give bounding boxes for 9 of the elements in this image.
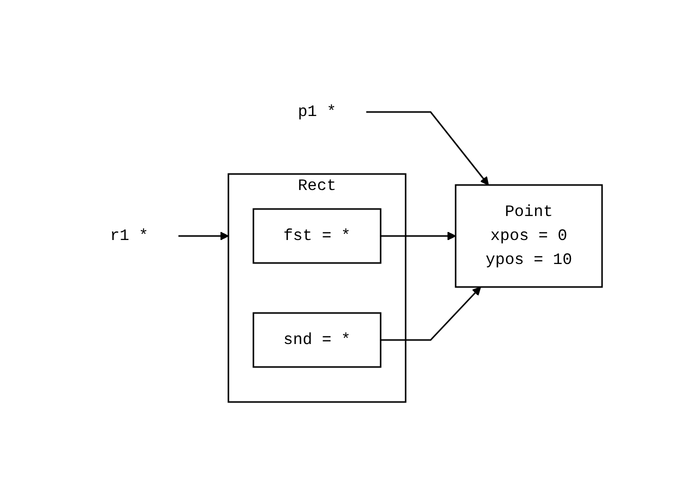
node-box: fst = * bbox=[253, 208, 382, 264]
node-box: Point xpos = 0 ypos = 10 bbox=[455, 184, 604, 288]
arrow bbox=[381, 232, 456, 240]
arrow bbox=[178, 232, 230, 240]
node-text: r1 * bbox=[110, 227, 149, 245]
arrow bbox=[381, 286, 482, 341]
node-box: snd = * bbox=[253, 312, 382, 368]
node-text: p1 * bbox=[298, 103, 337, 121]
arrow bbox=[366, 111, 490, 186]
